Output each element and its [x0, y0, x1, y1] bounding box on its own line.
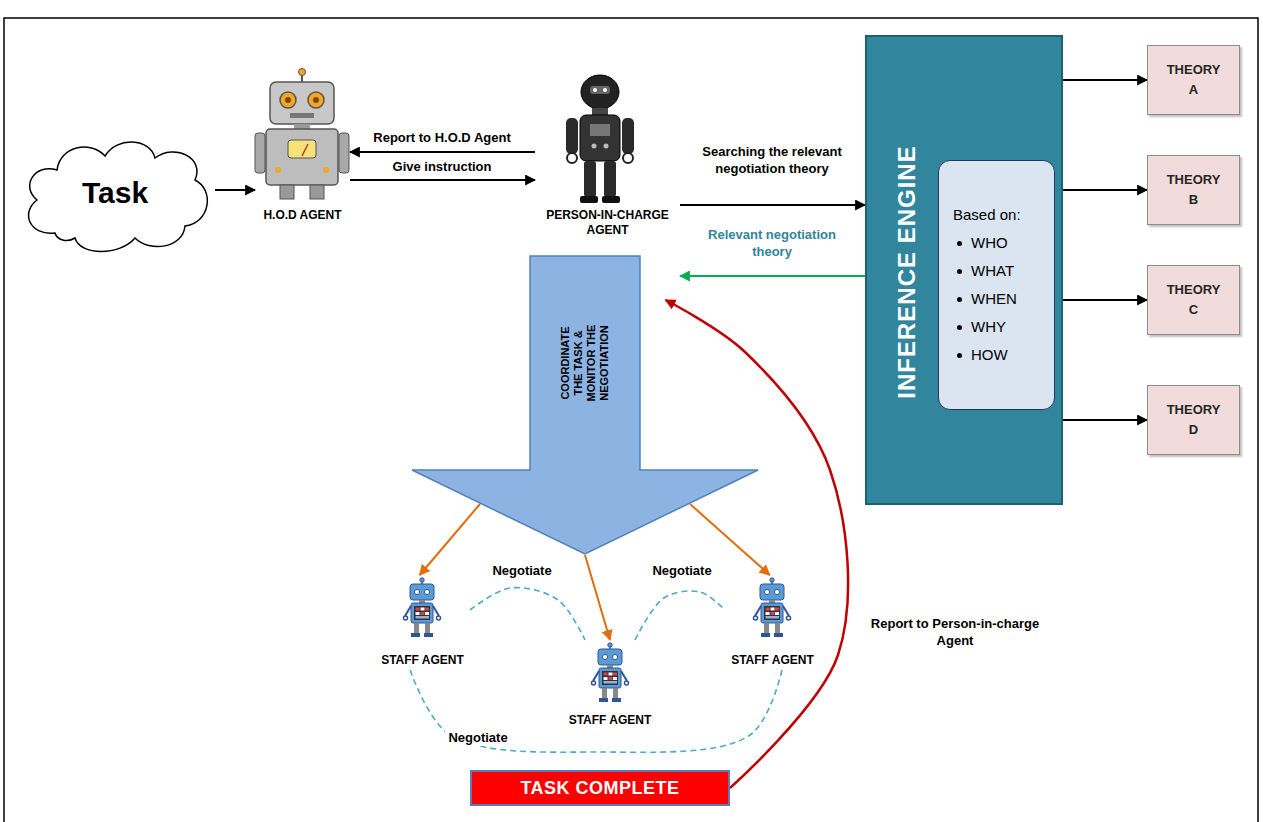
staff-agent: STAFF AGENT	[560, 640, 660, 730]
criteria-item: WHEN	[953, 289, 1017, 309]
node-label: STAFF AGENT	[381, 653, 464, 668]
task-cloud: Task	[15, 128, 215, 258]
coordinate-arrow: COORDINATE THE TASK & MONITOR THE NEGOTI…	[410, 255, 760, 555]
staff-robot	[754, 578, 791, 637]
flow-arrow	[1063, 79, 1147, 81]
flow-arrow	[680, 275, 865, 277]
edge-label: Report to Person-in-charge Agent	[858, 615, 1053, 649]
node-label: STAFF AGENT	[569, 713, 652, 728]
staff-agent: STAFF AGENT	[725, 575, 820, 670]
edge-label: Negotiate	[489, 562, 554, 579]
node-label: THEORY A	[1163, 60, 1225, 100]
node-label: THEORY C	[1163, 280, 1225, 320]
edge-label: Searching the relevant negotiation theor…	[682, 143, 862, 177]
node-label: STAFF AGENT	[731, 653, 814, 668]
edge-label: Relevant negotiation theory	[687, 226, 857, 260]
flow-arrow	[1063, 189, 1147, 191]
theory-box: THEORY A	[1147, 45, 1240, 115]
staff-robot	[404, 578, 441, 637]
node-label: INFERENCE ENGINE	[893, 122, 921, 422]
criteria-item: WHY	[953, 317, 1006, 337]
criteria-item: HOW	[953, 345, 1008, 365]
task-complete-box: TASK COMPLETE	[470, 770, 730, 806]
negotiation-link	[410, 670, 782, 752]
theory-box: THEORY C	[1147, 265, 1240, 335]
flow-arrow	[666, 300, 849, 788]
node-label: COORDINATE THE TASK & MONITOR THE NEGOTI…	[559, 317, 611, 409]
flow-arrow	[1063, 419, 1147, 421]
criteria-item: WHAT	[953, 261, 1014, 281]
negotiation-link	[470, 588, 585, 640]
flow-arrow	[215, 189, 255, 191]
flow-arrow	[1063, 299, 1147, 301]
negotiation-link	[635, 591, 725, 640]
flow-arrow	[585, 555, 610, 640]
edge-label: Negotiate	[649, 562, 714, 579]
node-label: Based on:	[953, 205, 1021, 225]
node-label: THEORY B	[1163, 170, 1225, 210]
flow-arrow	[420, 504, 480, 575]
inference-engine: Based on: WHO WHAT WHEN WHY HOW INFERENCE ENGI…	[865, 35, 1063, 505]
flow-arrow	[350, 179, 535, 181]
node-label: Task	[82, 176, 148, 210]
cloud-path	[29, 142, 208, 252]
page-frame	[4, 18, 1258, 822]
node-label: THEORY D	[1163, 400, 1225, 440]
person-in-charge-robot	[566, 75, 634, 203]
hod-agent: H.O.D AGENT	[255, 72, 350, 235]
staff-robot	[592, 643, 629, 702]
criteria-box: Based on: WHO WHAT WHEN WHY HOW	[938, 160, 1055, 410]
edge-label: Give instruction	[393, 158, 492, 175]
arrow-outline	[410, 255, 760, 555]
edge-label: Report to H.O.D Agent	[373, 129, 510, 146]
criteria-item: WHO	[953, 233, 1008, 253]
node-label: H.O.D AGENT	[263, 208, 341, 223]
node-label: TASK COMPLETE	[520, 778, 679, 799]
staff-agent: STAFF AGENT	[375, 575, 470, 670]
edge-label: Negotiate	[445, 729, 510, 746]
arrow-path	[412, 256, 758, 554]
theory-box: THEORY D	[1147, 385, 1240, 455]
flow-arrow	[350, 151, 535, 153]
hod-robot	[255, 69, 349, 200]
theory-box: THEORY B	[1147, 155, 1240, 225]
node-label: PERSON-IN-CHARGE AGENT	[543, 208, 673, 238]
flow-arrow	[680, 204, 865, 206]
